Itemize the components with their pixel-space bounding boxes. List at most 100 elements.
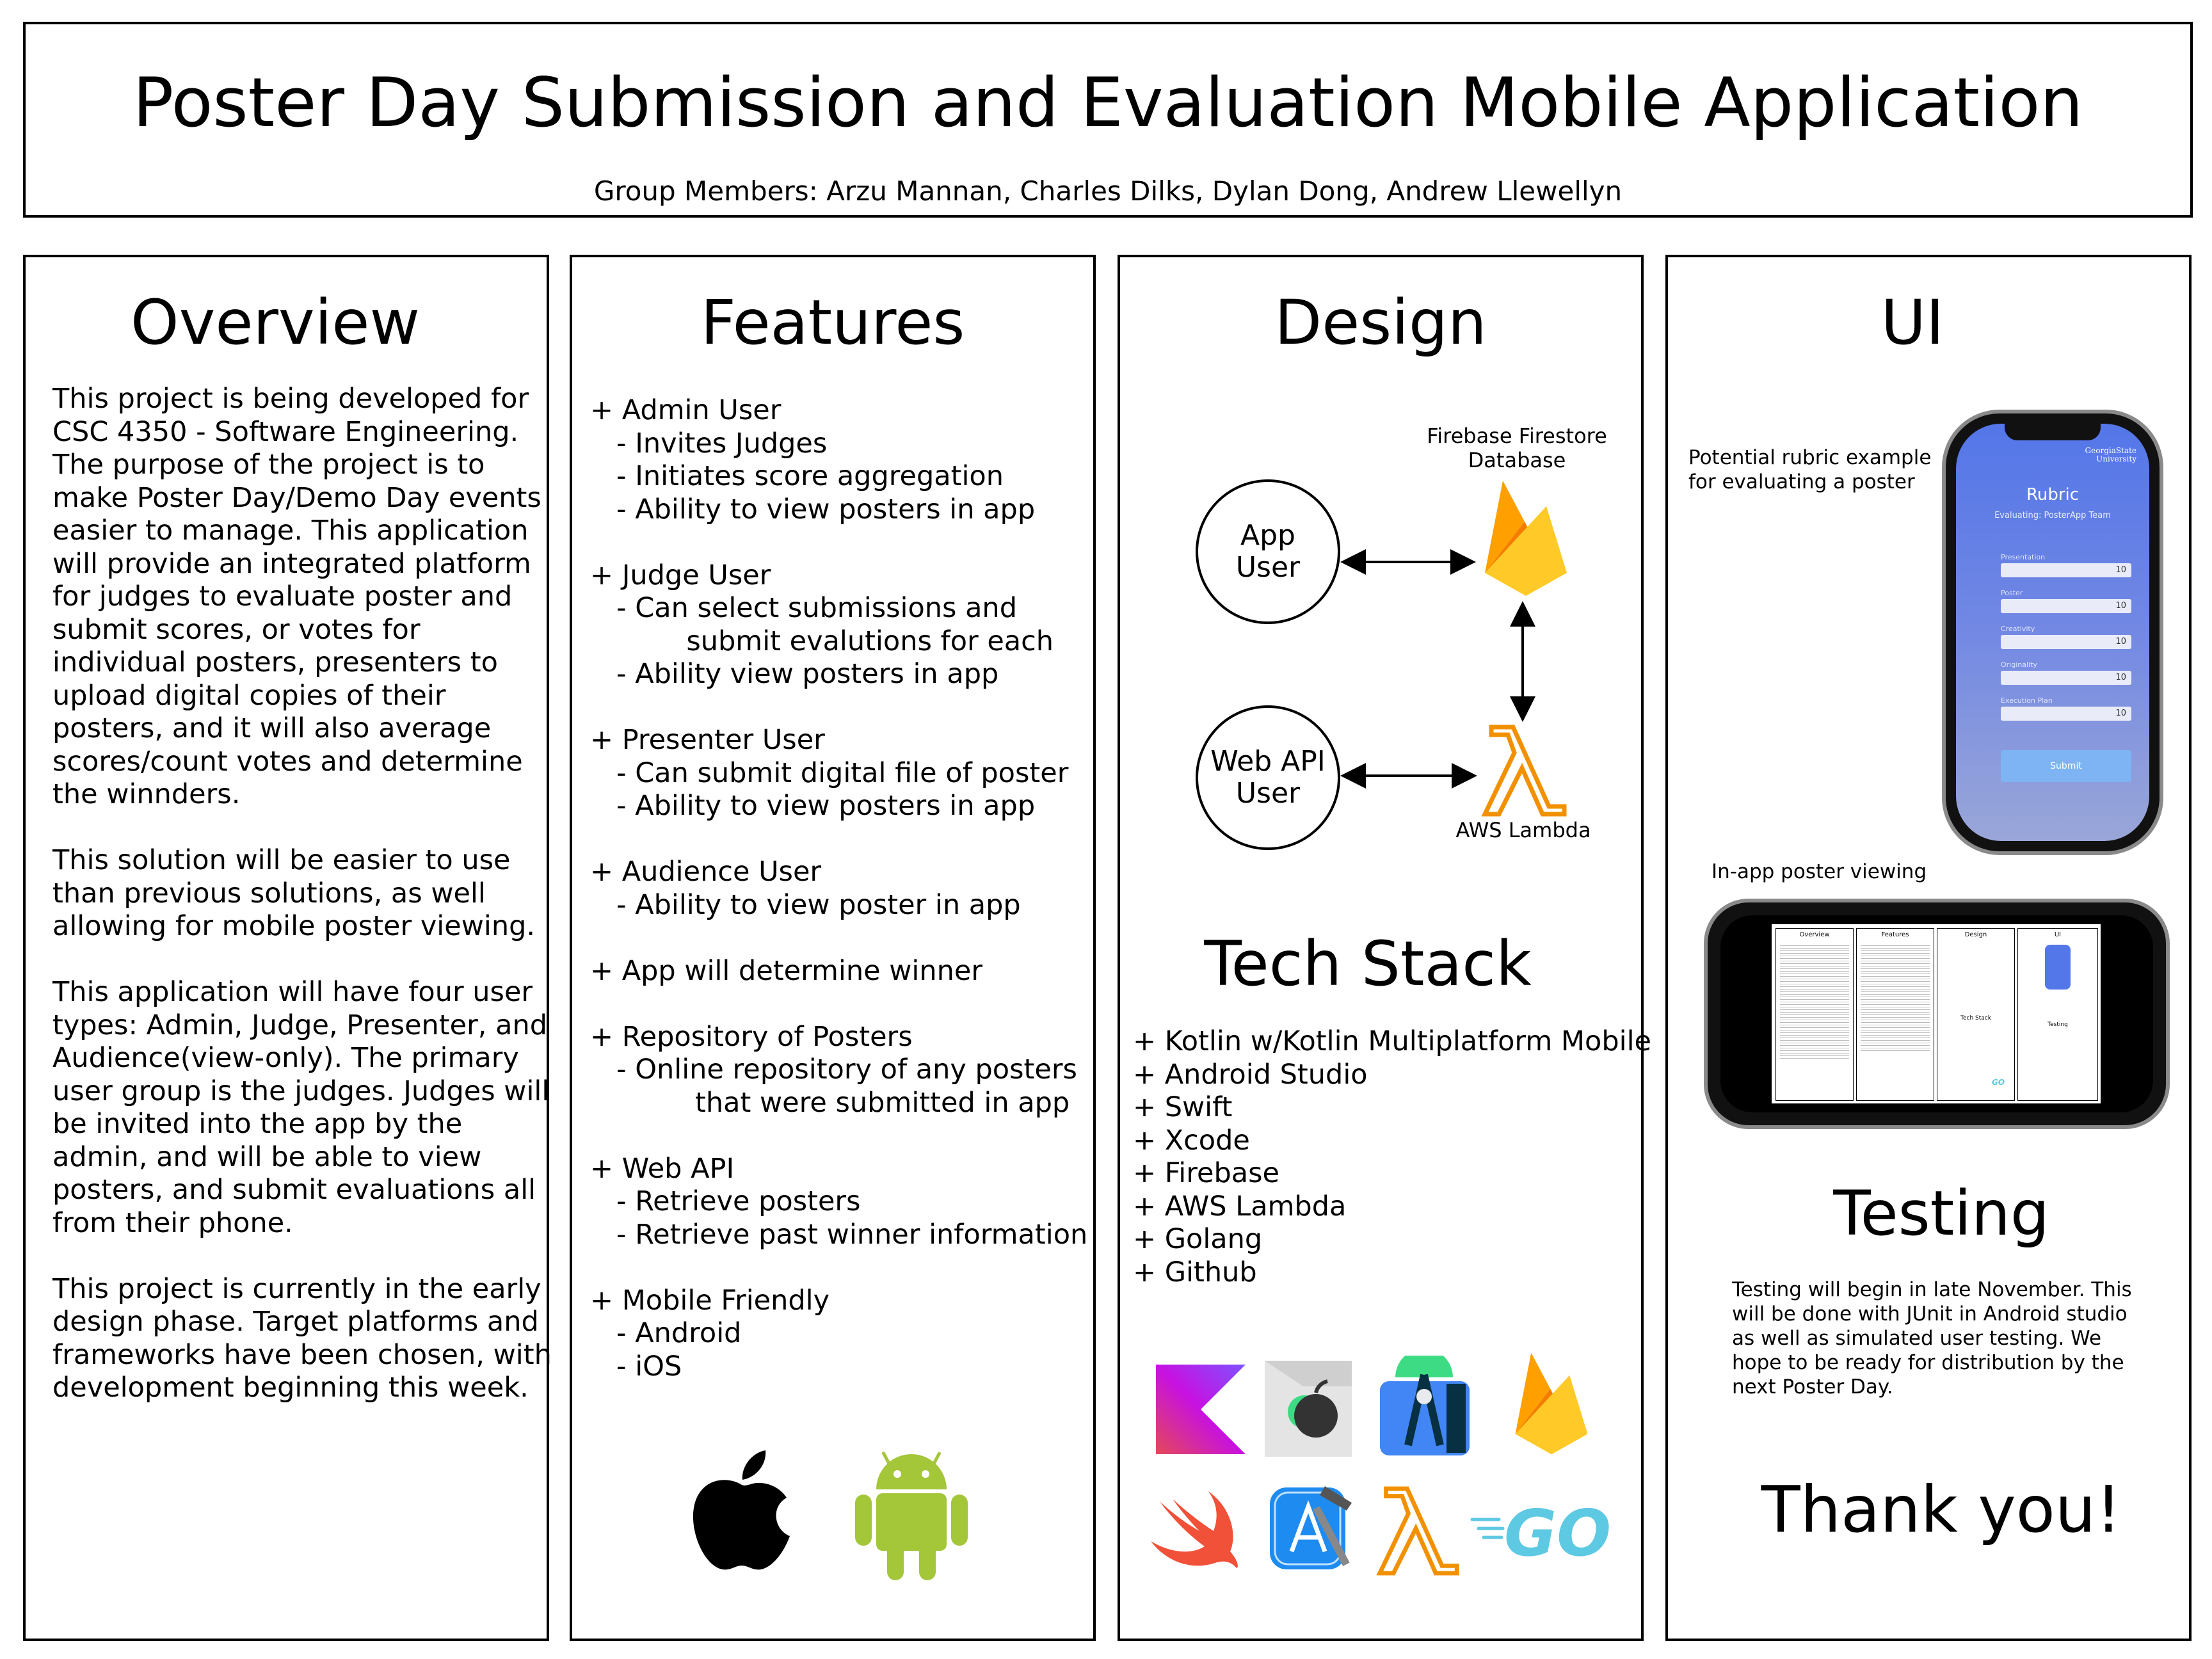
text-line: + Presenter User: [590, 724, 825, 756]
text-line: - Online repository of any posters: [590, 1054, 1077, 1086]
android-studio-icon: [1380, 1356, 1470, 1455]
rubric-title: Rubric: [2026, 485, 2080, 504]
viewing-caption: In-app poster viewing: [1711, 860, 1927, 883]
text-line: The purpose of the project is to: [52, 449, 485, 481]
text-line: - Ability to view poster in app: [590, 888, 1021, 921]
text-line: + Android Studio: [1133, 1058, 1368, 1091]
text-line: submit scores, or votes for: [52, 613, 421, 646]
text-line: This application will have four user: [52, 976, 533, 1008]
text-line: - Ability view posters in app: [590, 658, 999, 690]
text-line: easier to manage. This application: [52, 515, 529, 547]
text-line: scores/count votes and determine: [52, 745, 523, 778]
gsu-logo: GeorgiaState University: [2085, 446, 2136, 463]
text-line: posters, and it will also average: [52, 712, 492, 744]
text-line: that were submitted in app: [590, 1086, 1070, 1119]
text-line: + Web API: [590, 1152, 735, 1185]
text-line: for judges to evaluate poster and: [52, 581, 513, 613]
overview-heading: Overview: [131, 287, 420, 358]
thank-you: Thank you!: [1761, 1472, 2122, 1547]
text-line: admin, and will be able to view: [52, 1141, 482, 1173]
text-line: than previous solutions, as well: [52, 877, 486, 910]
feature-group: + Judge User - Can select submissions an…: [590, 559, 1087, 691]
text-line: + Audience User: [590, 856, 822, 888]
feature-group: + Audience User - Ability to view poster…: [590, 856, 1087, 922]
mini-testing: Testing: [2048, 1022, 2068, 1028]
rubric-caption: Potential rubric example for evaluating …: [1688, 446, 1932, 493]
feature-group: + Presenter User - Can submit digital fi…: [590, 724, 1087, 823]
text-line: + Github: [1133, 1256, 1257, 1288]
rubric-field-input[interactable]: 10: [2001, 599, 2131, 613]
rubric-field-input[interactable]: 10: [2001, 635, 2131, 649]
rubric-field-label: Presentation: [2001, 553, 2046, 561]
text-line: individual posters, presenters to: [52, 646, 498, 678]
poster-title: Poster Day Submission and Evaluation Mob…: [132, 63, 2083, 142]
text-line: - iOS: [590, 1350, 682, 1382]
features-panel: Features + Admin User - Invites Judges -…: [570, 255, 1096, 1641]
rubric-screen: GeorgiaState University Rubric Evaluatin…: [1956, 424, 2149, 841]
text-line: + Admin User: [590, 394, 781, 426]
poster-viewer-screen: Overview Features Design Tech Stack UI T…: [1720, 915, 2153, 1112]
aws-lambda-stack-icon: [1376, 1486, 1459, 1576]
rubric-field-input[interactable]: 10: [2001, 563, 2131, 577]
rubric-field-input[interactable]: 10: [2001, 671, 2131, 685]
tech-stack-heading: Tech Stack: [1204, 928, 1532, 1000]
text-line: upload digital copies of their: [52, 679, 446, 712]
rubric-submit-button[interactable]: Submit: [2001, 750, 2131, 782]
feature-group: + Admin User - Invites Judges - Initiate…: [590, 394, 1087, 526]
text-line: - Can submit digital file of poster: [590, 757, 1069, 789]
rubric-field-label: Execution Plan: [2001, 696, 2053, 705]
mini-heading: Overview: [1799, 931, 1830, 938]
text-line: - Ability to view posters in app: [590, 790, 1036, 822]
feature-group: + Mobile Friendly - Android - iOS: [590, 1285, 1087, 1384]
text-line: allowing for mobile poster viewing.: [52, 910, 536, 942]
rubric-field-label: Originality: [2001, 661, 2037, 669]
text-line: + Firebase: [1133, 1157, 1279, 1189]
swift-icon: [1151, 1491, 1238, 1568]
text-line: submit evalutions for each: [590, 625, 1054, 657]
text-line: + Swift: [1133, 1091, 1233, 1123]
feature-group: + Web API - Retrieve posters - Retrieve …: [590, 1153, 1087, 1252]
design-heading: Design: [1274, 287, 1487, 358]
text-line: next Poster Day.: [1732, 1375, 1893, 1399]
text-line: + Judge User: [590, 559, 771, 591]
text-line: user group is the judges. Judges will: [52, 1075, 550, 1107]
aws-lambda-label: AWS Lambda: [1455, 818, 1591, 842]
rubric-field-label: Creativity: [2001, 625, 2035, 633]
text-line: CSC 4350 - Software Engineering.: [52, 415, 519, 448]
text-line: make Poster Day/Demo Day events: [52, 481, 541, 514]
text-line: + App will determine winner: [590, 954, 983, 987]
text-line: posters, and submit evaluations all: [52, 1174, 536, 1206]
text-line: - Android: [590, 1317, 742, 1349]
text-line: development beginning this week.: [52, 1372, 529, 1404]
feature-group: + Repository of Posters - Online reposit…: [590, 1021, 1087, 1120]
text-line: + Xcode: [1133, 1124, 1250, 1157]
firebase-icon: [1485, 481, 1567, 596]
text-line: - Retrieve posters: [590, 1185, 861, 1217]
rubric-field-input[interactable]: 10: [2001, 707, 2131, 721]
text-line: - Can select submissions and: [590, 592, 1017, 624]
poster-viewer-phone-mockup: Overview Features Design Tech Stack UI T…: [1704, 899, 2170, 1129]
testing-text: Testing will begin in late November. Thi…: [1732, 1278, 2132, 1399]
text-line: design phase. Target platforms and: [52, 1306, 539, 1338]
notch: [2005, 424, 2101, 440]
features-list: + Admin User - Invites Judges - Initiate…: [590, 394, 1087, 1416]
text-line: + Mobile Friendly: [590, 1284, 830, 1317]
text-line: - Ability to view posters in app: [590, 493, 1036, 525]
golang-wordmark: GO: [1504, 1496, 1611, 1566]
text-line: + Repository of Posters: [590, 1020, 913, 1053]
text-line: - Retrieve past winner information: [590, 1218, 1088, 1251]
kotlin-icon: [1156, 1365, 1246, 1454]
text-line: will provide an integrated platform: [52, 547, 531, 580]
text-line: + AWS Lambda: [1133, 1190, 1347, 1222]
tech-stack-list: + Kotlin w/Kotlin Multiplatform Mobile+ …: [1133, 1025, 1651, 1289]
aws-lambda-icon: [1481, 725, 1567, 817]
text-line: be invited into the app by the: [52, 1108, 463, 1140]
apple-icon: [693, 1450, 790, 1570]
rubric-field-label: Poster: [2001, 589, 2023, 597]
text-line: as well as simulated user testing. We: [1732, 1327, 2102, 1350]
mini-tech-stack: Tech Stack: [1960, 1015, 1991, 1022]
